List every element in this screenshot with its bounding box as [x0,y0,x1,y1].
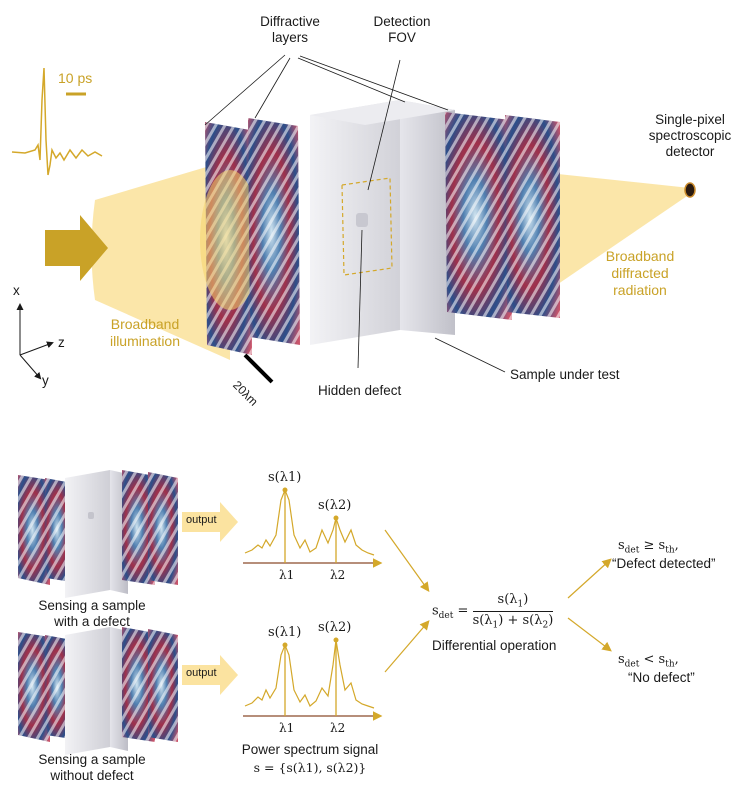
peak1-label-no-defect: s(λ1) [268,625,302,640]
diffracted-beam [520,170,690,310]
output-arrow-2 [182,655,238,695]
sdet-formula: sdet = s(λ1)s(λ1) + s(λ2) [432,592,554,631]
sensing-no-defect-caption: Sensing a sample without defect [38,752,146,784]
sample-stack-defect [18,470,178,598]
illumination-arrow [45,215,108,281]
pulse-waveform [11,67,103,176]
detection-fov-label: Detection FOV [373,14,431,46]
spectrum-no-defect [243,637,383,721]
broadband-diffracted-label: Broadband diffracted radiation [605,248,675,298]
leader-defect [357,229,363,369]
differential-operation-label: Differential operation [432,638,557,653]
lambda1-label-defect: λ1 [279,568,295,582]
diffractive-layer-4 [505,115,560,318]
power-spectrum-caption: Power spectrum signal [241,742,379,757]
diffractive-layers-label: Diffractive layers [260,14,320,46]
merge-arrow-bottom [384,620,430,673]
leader-layer-1 [204,54,286,126]
leader-fov [367,59,401,191]
peak2-label-no-defect: s(λ2) [318,620,352,635]
leader-sample [434,337,506,373]
pulse-scale-label: 10 ps [58,70,93,86]
axis-z-label: z [58,335,65,350]
leader-layer-2 [254,57,291,119]
no-defect-label: “No defect” [628,670,695,685]
detection-fov-box [341,177,393,276]
sample-under-test-label: Sample under test [510,367,620,382]
broadband-illumination-label: Broadband illumination [109,316,181,349]
output-arrow-1 [182,502,238,542]
lambda1-label-no-defect: λ1 [279,721,295,735]
sample-stack-no-defect [18,627,178,755]
illumination-beam [91,160,230,360]
axis-y-label: y [42,373,49,388]
hidden-defect-mark [356,213,368,227]
spectrum-defect [243,487,383,568]
scale-bar [243,353,274,384]
sample-block [310,100,455,345]
diffractive-layer-1 [200,122,260,355]
axes-icon [16,303,54,380]
diffractive-layer-3 [445,112,512,320]
decision-arrow-down [567,617,612,652]
merge-arrow-top [384,529,430,592]
peak2-label-defect: s(λ2) [318,498,352,513]
leader-layer-3 [299,55,449,111]
sdet-ge-sth: sdet ≥ sth, [618,538,679,556]
diffractive-layer-2 [248,118,300,345]
detector-icon [684,182,696,198]
lambda2-label-defect: λ2 [330,568,346,582]
sdet-lt-sth: sdet < sth, [618,652,679,670]
axis-x-label: x [13,283,20,298]
lambda2-label-no-defect: λ2 [330,721,346,735]
hidden-defect-label: Hidden defect [318,383,402,398]
signal-definition: s = {s(λ1), s(λ2)} [253,760,367,775]
output-label-1: output [186,514,217,526]
leader-layer-4 [297,57,406,103]
defect-detected-label: “Defect detected” [612,556,716,571]
decision-arrow-up [567,558,612,599]
detector-label: Single-pixel spectroscopic detector [648,112,732,160]
output-label-2: output [186,667,217,679]
sensing-defect-caption: Sensing a sample with a defect [38,598,146,630]
peak1-label-defect: s(λ1) [268,470,302,485]
